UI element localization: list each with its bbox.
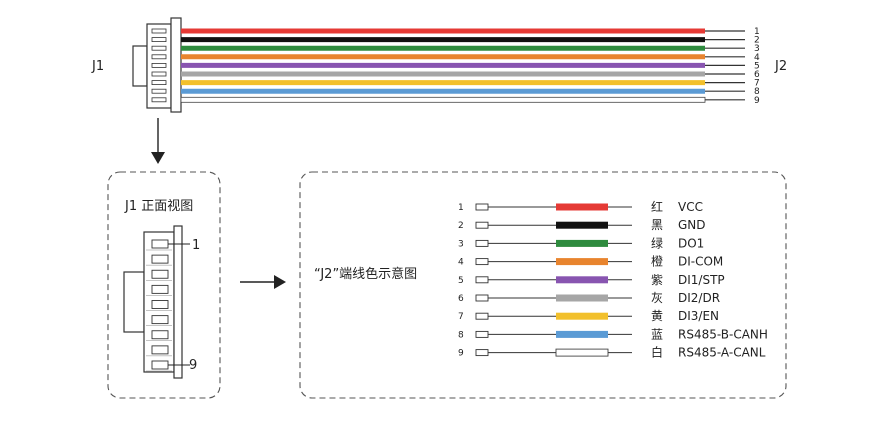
legend-signal-name: DI2/DR — [678, 291, 720, 305]
front-view-pin-9-label: 9 — [189, 358, 197, 373]
legend-color-swatch — [556, 312, 608, 320]
j2-legend-box — [299, 171, 787, 399]
legend-color-swatch — [556, 239, 608, 247]
front-view-pin-1-label: 1 — [192, 238, 200, 253]
legend-signal-name: GND — [678, 218, 706, 232]
legend-pin-number: 8 — [458, 330, 464, 340]
legend-signal-name: DO1 — [678, 236, 704, 250]
j1-front-view-connector — [123, 225, 183, 379]
legend-color-name: 白 — [651, 345, 663, 360]
j1-label: J1 — [91, 59, 104, 74]
j1-front-pin — [151, 300, 169, 309]
j1-side-pin — [151, 88, 167, 94]
legend-color-swatch — [556, 203, 608, 211]
right-arrow-icon — [240, 275, 286, 289]
legend-color-name: 蓝 — [651, 327, 663, 341]
j2-pin-number: 7 — [754, 79, 760, 89]
wire-legend-row: 3 绿 DO1 — [458, 235, 704, 250]
j1-front-pin — [151, 345, 169, 355]
legend-pin-terminal — [475, 330, 489, 338]
wire-legend-row: 6 灰 DI2/DR — [458, 291, 720, 305]
j2-pin-number: 5 — [754, 61, 760, 71]
legend-color-swatch — [556, 276, 608, 284]
wire-legend-row: 2 黑 GND — [458, 218, 706, 232]
legend-signal-name: DI1/STP — [678, 273, 725, 287]
wire-legend: 1 红 VCC 2 黑 GND 3 绿 DO1 4 橙 DI-COM 5 紫 DI1/STP 6 灰 DI2/DR… — [458, 199, 768, 360]
j1-front-view-box — [107, 171, 221, 399]
j1-side-pin — [151, 54, 167, 60]
legend-pin-number: 3 — [458, 239, 464, 249]
j1-front-pin — [151, 360, 169, 370]
j2-pin-number: 3 — [754, 44, 760, 54]
legend-pin-number: 4 — [458, 258, 464, 268]
legend-signal-name: RS485-B-CANH — [678, 327, 768, 341]
legend-pin-terminal — [475, 312, 489, 320]
wire-legend-row: 1 红 VCC — [458, 199, 703, 214]
j2-pin-number: 2 — [754, 36, 760, 46]
legend-color-name: 紫 — [651, 273, 663, 287]
wire-legend-row: 5 紫 DI1/STP — [458, 273, 725, 287]
wire-legend-row: 4 橙 DI-COM — [458, 254, 723, 269]
legend-signal-name: DI3/EN — [678, 309, 719, 323]
j2-pin-number: 4 — [754, 53, 760, 63]
legend-pin-terminal — [475, 294, 489, 302]
legend-signal-name: RS485-A-CANL — [678, 346, 766, 360]
legend-color-swatch — [556, 221, 608, 229]
j1-side-pin — [151, 63, 167, 68]
j1-front-pin — [151, 239, 169, 249]
j1-front-pin — [151, 254, 169, 264]
legend-color-name: 红 — [651, 199, 663, 214]
j1-side-pin — [151, 80, 167, 85]
j2-pin-number: 8 — [754, 87, 760, 97]
legend-color-name: 黑 — [651, 218, 663, 232]
down-arrow-icon — [151, 118, 165, 164]
legend-color-name: 绿 — [651, 235, 663, 250]
j1-side-pin — [151, 97, 167, 103]
j1-front-pin — [151, 269, 169, 279]
front-view-title: J1 正面视图 — [124, 199, 193, 214]
wire-legend-row: 7 黄 DI3/EN — [458, 309, 719, 323]
legend-pin-number: 1 — [458, 203, 464, 213]
legend-color-swatch — [556, 330, 608, 338]
legend-pin-terminal — [475, 349, 489, 357]
legend-pin-terminal — [475, 239, 489, 247]
wire-legend-row: 8 蓝 RS485-B-CANH — [458, 327, 768, 341]
j1-side-pin — [151, 71, 167, 77]
legend-color-swatch — [556, 258, 608, 266]
j2-pin-number: 9 — [754, 96, 760, 106]
legend-color-swatch — [555, 348, 609, 357]
legend-pin-number: 6 — [458, 294, 464, 304]
wire-legend-row: 9 白 RS485-A-CANL — [458, 345, 766, 360]
cable-wire-9 — [180, 96, 706, 103]
legend-pin-terminal — [475, 276, 489, 284]
legend-color-swatch — [556, 294, 608, 302]
j1-side-pin — [151, 37, 167, 42]
j1-connector-side-view — [132, 17, 182, 113]
legend-pin-number: 2 — [458, 221, 464, 231]
legend-pin-number: 9 — [458, 349, 464, 359]
legend-pin-terminal — [475, 203, 489, 211]
j1-side-pin — [151, 45, 167, 51]
legend-pin-number: 5 — [458, 276, 464, 286]
j1-side-pin — [151, 28, 167, 34]
legend-pin-terminal — [475, 258, 489, 266]
j1-front-pin — [151, 284, 169, 294]
legend-pin-terminal — [475, 221, 489, 229]
legend-color-name: 灰 — [651, 291, 663, 305]
legend-color-name: 黄 — [651, 309, 663, 323]
j1-front-pin — [151, 315, 169, 325]
cable-wires — [180, 28, 745, 103]
j2-pin-number: 6 — [754, 70, 760, 80]
j2-label: J2 — [774, 59, 787, 74]
legend-signal-name: VCC — [678, 200, 703, 214]
j2-diagram-title: “J2”端线色示意图 — [314, 266, 417, 282]
legend-color-name: 橙 — [651, 254, 663, 269]
j1-front-pin — [151, 330, 169, 340]
legend-signal-name: DI-COM — [678, 255, 723, 269]
j2-pin-number: 1 — [754, 27, 760, 37]
legend-pin-number: 7 — [458, 312, 464, 322]
